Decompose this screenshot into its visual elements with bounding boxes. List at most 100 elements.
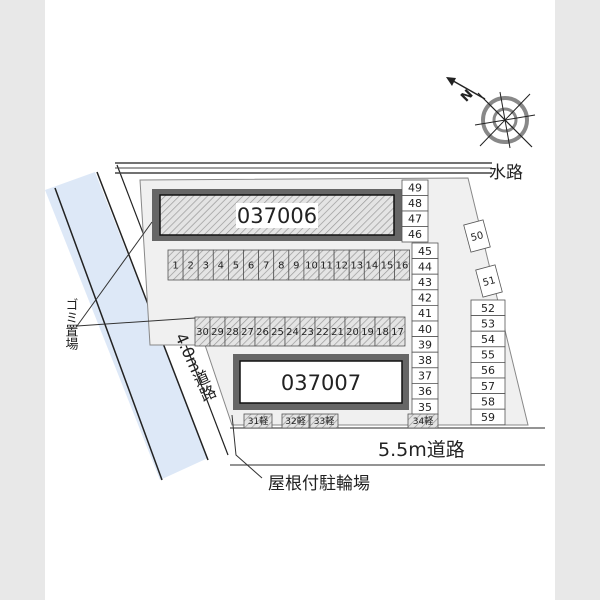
- parking-slot[interactable]: 40: [411, 320, 439, 338]
- parking-slot[interactable]: 24: [284, 316, 301, 347]
- parking-slot[interactable]: 5: [227, 249, 244, 281]
- parking-slot-number: 22: [316, 327, 329, 338]
- parking-slot[interactable]: 37: [411, 367, 439, 384]
- parking-slot-number: 17: [391, 327, 404, 338]
- parking-slot[interactable]: 46: [401, 226, 429, 243]
- parking-slot-number: 57: [481, 380, 495, 393]
- building-037006[interactable]: 037006: [152, 189, 402, 241]
- parking-slot[interactable]: 30: [194, 316, 211, 347]
- parking-slot-number: 50: [470, 230, 485, 244]
- parking-slot[interactable]: 9: [288, 249, 305, 281]
- parking-slot-number: 1: [172, 261, 178, 272]
- parking-slot[interactable]: 21: [329, 316, 346, 347]
- parking-slot[interactable]: 45: [411, 242, 439, 260]
- parking-slot[interactable]: 14: [363, 249, 380, 281]
- parking-slot[interactable]: 16: [394, 249, 411, 281]
- parking-slot[interactable]: 44: [411, 258, 439, 275]
- parking-slot-number: 41: [418, 307, 432, 320]
- waterway-lines: [115, 162, 492, 174]
- parking-slot[interactable]: 42: [411, 289, 439, 306]
- parking-slot[interactable]: 17: [389, 316, 406, 347]
- parking-slot[interactable]: 1: [167, 249, 184, 281]
- parking-slot[interactable]: 19: [359, 316, 376, 347]
- parking-slot-number: 49: [408, 182, 422, 195]
- parking-slot[interactable]: 18: [374, 316, 391, 347]
- parking-slot[interactable]: 4: [212, 249, 229, 281]
- garbage-pointer-lines: [76, 221, 196, 327]
- parking-slot-number: 37: [418, 370, 432, 383]
- parking-slot-number: 34軽: [413, 416, 433, 427]
- parking-slot[interactable]: 43: [411, 273, 439, 291]
- parking-slot[interactable]: 50: [463, 219, 491, 253]
- parking-slot[interactable]: 22: [314, 316, 331, 347]
- parking-slot-number: 32軽: [285, 416, 305, 427]
- parking-slot[interactable]: 34軽: [407, 413, 439, 429]
- parking-slot[interactable]: 56: [470, 361, 506, 379]
- parking-slot[interactable]: 29: [209, 316, 226, 347]
- parking-slot[interactable]: 26: [254, 316, 271, 347]
- parking-slot[interactable]: 53: [470, 315, 506, 332]
- parking-slot[interactable]: 41: [411, 304, 439, 322]
- parking-slot-number: 23: [301, 327, 314, 338]
- parking-slot[interactable]: 20: [344, 316, 361, 347]
- parking-slot-number: 24: [286, 327, 299, 338]
- parking-slot[interactable]: 32軽: [281, 413, 310, 429]
- parking-slot-number: 27: [241, 327, 254, 338]
- building-037007[interactable]: 037007: [233, 354, 409, 410]
- parking-slot-number: 18: [376, 327, 389, 338]
- parking-slot[interactable]: 23: [299, 316, 316, 347]
- parking-slot[interactable]: 13: [348, 249, 365, 281]
- parking-slot[interactable]: 6: [243, 249, 260, 281]
- river: [45, 172, 208, 480]
- parking-slot[interactable]: 51: [475, 264, 503, 298]
- parking-slot[interactable]: 28: [224, 316, 241, 347]
- parking-slot[interactable]: 52: [470, 299, 506, 317]
- parking-slot-number: 8: [278, 261, 284, 272]
- parking-slot-number: 9: [293, 261, 299, 272]
- parking-slot[interactable]: 12: [333, 249, 350, 281]
- parking-slot[interactable]: 33軽: [309, 413, 339, 429]
- parking-slot[interactable]: 35: [411, 398, 439, 416]
- parking-slot-number: 36: [418, 385, 432, 398]
- parking-slot-number: 4: [218, 261, 224, 272]
- parking-slot[interactable]: 7: [258, 249, 275, 281]
- parking-slot-number: 12: [335, 261, 348, 272]
- parking-slot-number: 51: [482, 275, 497, 289]
- parking-slot[interactable]: 49: [401, 179, 429, 196]
- parking-slot[interactable]: 39: [411, 336, 439, 353]
- garbage-label: ゴミ置場: [63, 298, 79, 350]
- parking-slot-number: 42: [418, 292, 432, 305]
- parking-slot[interactable]: 11: [318, 249, 335, 281]
- parking-slot-number: 52: [481, 302, 495, 315]
- parking-slot[interactable]: 8: [273, 249, 290, 281]
- parking-slot[interactable]: 3: [197, 249, 214, 281]
- parking-slot[interactable]: 57: [470, 377, 506, 395]
- parking-slot-number: 43: [418, 276, 432, 289]
- parking-slot-number: 47: [408, 213, 422, 226]
- parking-slot[interactable]: 59: [470, 408, 506, 426]
- parking-slot[interactable]: 54: [470, 330, 506, 348]
- bicycle-parking-label: 屋根付駐輪場: [268, 474, 370, 494]
- parking-slot[interactable]: 2: [182, 249, 199, 281]
- parking-slot-number: 55: [481, 349, 495, 362]
- parking-slot[interactable]: 55: [470, 346, 506, 363]
- parking-slot[interactable]: 10: [303, 249, 320, 281]
- parking-slot-number: 46: [408, 228, 422, 241]
- parking-slot[interactable]: 58: [470, 393, 506, 410]
- parking-slot[interactable]: 38: [411, 351, 439, 369]
- bicycle-pointer-line: [231, 414, 263, 479]
- parking-slot-number: 59: [481, 411, 495, 424]
- parking-slot[interactable]: 36: [411, 382, 439, 400]
- parking-slot-number: 2: [187, 261, 193, 272]
- parking-slot[interactable]: 15: [378, 249, 395, 281]
- parking-slot[interactable]: 25: [269, 316, 286, 347]
- parking-slot[interactable]: 47: [401, 210, 429, 227]
- parking-slot[interactable]: 27: [239, 316, 256, 347]
- parking-slot-number: 10: [305, 261, 318, 272]
- parking-slot[interactable]: 31軽: [243, 413, 273, 429]
- parking-slot-number: 53: [481, 317, 495, 330]
- parking-slot[interactable]: 48: [401, 195, 429, 212]
- parking-slot-number: 3: [203, 261, 209, 272]
- building-id: 037007: [281, 371, 361, 395]
